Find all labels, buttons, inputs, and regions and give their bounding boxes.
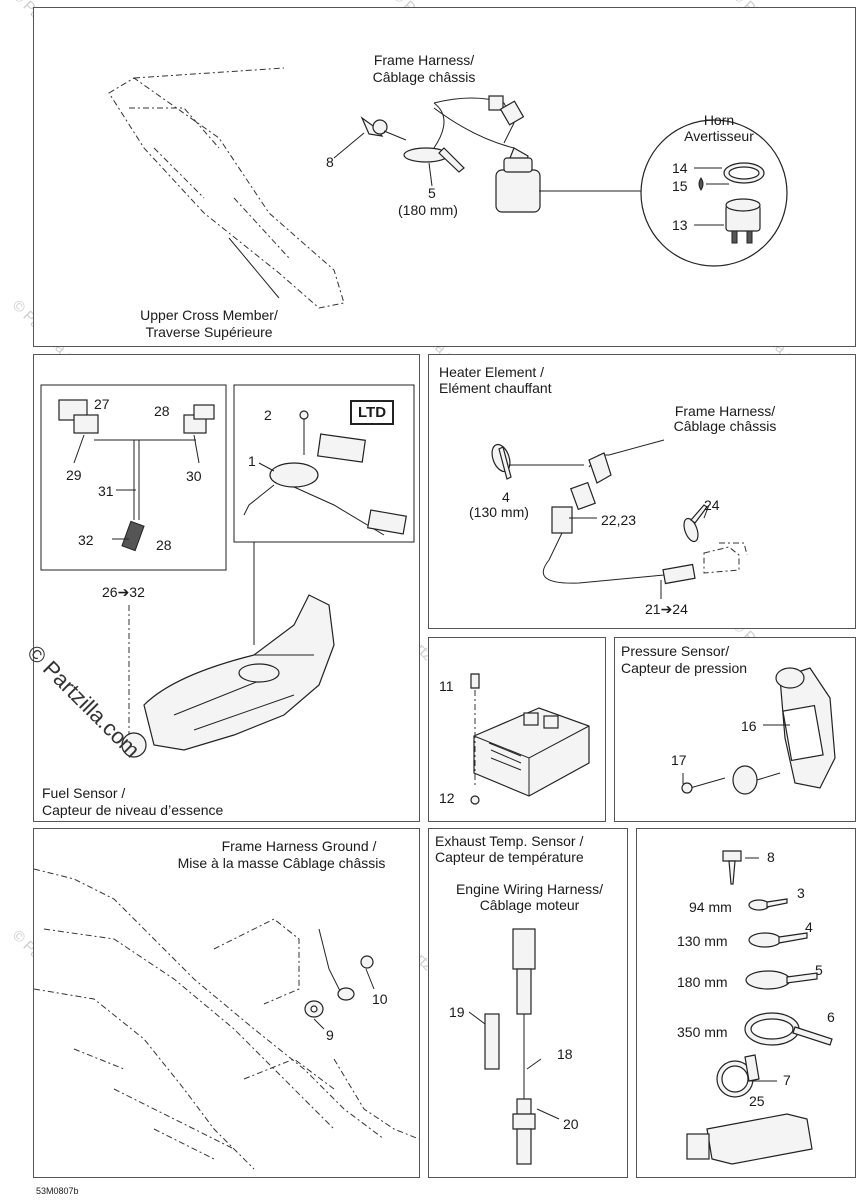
pressure-sensor-drawing bbox=[681, 667, 836, 795]
callout-31: 31 bbox=[98, 483, 114, 499]
fuel-sensor-title: Fuel Sensor / bbox=[42, 785, 126, 801]
ground-title: Frame Harness Ground / bbox=[221, 838, 377, 854]
frame-harness-label-fr: Câblage châssis bbox=[372, 69, 476, 85]
callout-24: 24 bbox=[704, 497, 720, 513]
panel-heater-element: Heater Element / Elément chauffant Frame… bbox=[428, 354, 856, 629]
callout-29: 29 bbox=[66, 467, 82, 483]
callout-12: 12 bbox=[439, 790, 455, 806]
panel-pressure-sensor: Pressure Sensor/ Capteur de pression 16 … bbox=[614, 637, 856, 822]
frame-harness-label: Frame Harness/ bbox=[373, 52, 475, 68]
callout-7: 7 bbox=[783, 1072, 791, 1088]
fuse-box-drawing bbox=[470, 673, 590, 805]
exhaust-title-fr: Capteur de température bbox=[435, 849, 584, 865]
callout-30: 30 bbox=[186, 468, 202, 484]
callout-13: 13 bbox=[672, 217, 688, 233]
horn-label-fr: Avertisseur bbox=[684, 128, 754, 144]
horn-label: Horn bbox=[703, 112, 735, 128]
heater-frame-harness-label-fr: Câblage châssis bbox=[673, 418, 777, 434]
diagram-code: 53M0807b bbox=[36, 1186, 79, 1196]
panel-frame-ground: Frame Harness Ground / Mise à la masse C… bbox=[33, 828, 420, 1178]
callout-32: 32 bbox=[78, 532, 94, 548]
callout-9: 9 bbox=[326, 1027, 334, 1043]
callout-20: 20 bbox=[563, 1116, 579, 1132]
ltd-badge: LTD bbox=[350, 400, 395, 425]
callout-19: 19 bbox=[449, 1004, 465, 1020]
callout-8: 8 bbox=[326, 154, 334, 170]
callout-5-length: (180 mm) bbox=[398, 202, 458, 218]
callout-22-23: 22,23 bbox=[601, 512, 637, 528]
panel-fuse-box: 11 12 bbox=[428, 637, 606, 822]
frame-ground-drawing bbox=[33, 868, 420, 1170]
callout-16: 16 bbox=[741, 718, 757, 734]
horn-frame-drawing bbox=[108, 67, 788, 309]
callout-10: 10 bbox=[372, 991, 388, 1007]
tie-180mm-label: 180 mm bbox=[677, 974, 728, 990]
callout-21-to-24: 21➔24 bbox=[645, 601, 688, 617]
exhaust-sensor-drawing bbox=[468, 928, 560, 1165]
exhaust-title: Exhaust Temp. Sensor / bbox=[435, 833, 584, 849]
engine-harness-label-fr: Câblage moteur bbox=[479, 897, 580, 913]
tie-350mm-label: 350 mm bbox=[677, 1024, 728, 1040]
callout-5: 5 bbox=[428, 185, 436, 201]
callout-25: 25 bbox=[749, 1093, 765, 1109]
fuel-sensor-title-fr: Capteur de niveau d’essence bbox=[42, 802, 224, 818]
heater-frame-harness-label: Frame Harness/ bbox=[674, 403, 776, 419]
callout-15: 15 bbox=[672, 178, 688, 194]
panel-horn-frame: Frame Harness/ Câblage châssis Horn Aver… bbox=[33, 7, 856, 347]
heater-title: Heater Element / bbox=[439, 364, 545, 380]
callout-1: 1 bbox=[248, 453, 256, 469]
upper-cross-label-fr: Traverse Supérieure bbox=[145, 324, 273, 340]
callout-3: 3 bbox=[797, 885, 805, 901]
pressure-title: Pressure Sensor/ bbox=[621, 643, 730, 659]
panel-ties-hardware: 8 3 94 mm 4 130 mm 5 180 mm 6 350 mm 7 2… bbox=[636, 828, 856, 1178]
callout-4-length: (130 mm) bbox=[469, 504, 529, 520]
callout-27: 27 bbox=[94, 396, 110, 412]
callout-4: 4 bbox=[502, 489, 510, 505]
callout-5-tie: 5 bbox=[815, 962, 823, 978]
pressure-title-fr: Capteur de pression bbox=[621, 660, 748, 676]
callout-28: 28 bbox=[154, 403, 170, 419]
fuel-sensor-drawing bbox=[40, 384, 415, 758]
callout-14: 14 bbox=[672, 160, 688, 176]
callout-28-lower: 28 bbox=[156, 537, 172, 553]
callout-26-to-32: 26➔32 bbox=[102, 584, 145, 600]
callout-4-tie: 4 bbox=[805, 919, 813, 935]
ties-hardware-drawing bbox=[686, 850, 833, 1165]
callout-11: 11 bbox=[439, 678, 454, 694]
callout-17: 17 bbox=[671, 752, 687, 768]
callout-6: 6 bbox=[827, 1009, 835, 1025]
callout-2: 2 bbox=[264, 407, 272, 423]
tie-130mm-label: 130 mm bbox=[677, 933, 728, 949]
panel-fuel-sensor: LTD 27 28 29 30 31 32 28 26➔32 2 1 Fuel … bbox=[33, 354, 420, 822]
upper-cross-label: Upper Cross Member/ bbox=[140, 307, 278, 323]
engine-harness-label: Engine Wiring Harness/ bbox=[455, 881, 604, 897]
panel-exhaust-sensor: Exhaust Temp. Sensor / Capteur de tempér… bbox=[428, 828, 628, 1178]
ground-title-fr: Mise à la masse Câblage châssis bbox=[177, 855, 386, 871]
callout-8-screw: 8 bbox=[767, 849, 775, 865]
tie-94mm-label: 94 mm bbox=[689, 899, 732, 915]
heater-element-drawing bbox=[491, 439, 748, 599]
heater-title-fr: Elément chauffant bbox=[439, 380, 552, 396]
callout-18: 18 bbox=[557, 1046, 573, 1062]
